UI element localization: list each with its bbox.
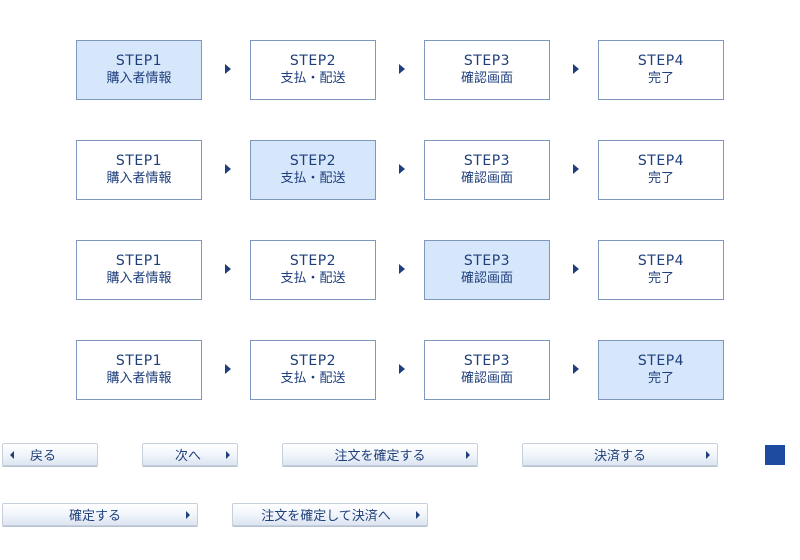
step-label: 完了 — [647, 171, 674, 186]
step-arrow-icon — [399, 64, 405, 74]
step-label: 確認画面 — [460, 271, 513, 286]
step-progress-row-1: STEP1 購入者情報 STEP2 支払・配送 STEP3 確認画面 STEP4… — [76, 40, 724, 100]
step-arrow-icon — [399, 164, 405, 174]
confirm-and-pay-button-label: 注文を確定して決済へ — [261, 509, 391, 524]
step-number: STEP2 — [289, 253, 337, 269]
back-button-label: 戻る — [29, 449, 56, 464]
step3-box: STEP3 確認画面 — [424, 140, 550, 200]
step-label: 確認画面 — [460, 171, 513, 186]
chevron-left-icon — [10, 451, 14, 459]
step-progress-row-3: STEP1 購入者情報 STEP2 支払・配送 STEP3 確認画面 STEP4… — [76, 240, 724, 300]
step-number: STEP2 — [289, 53, 337, 69]
step4-box: STEP4 完了 — [598, 240, 724, 300]
pay-button[interactable]: 決済する — [522, 443, 718, 466]
step-number: STEP3 — [463, 53, 511, 69]
chevron-right-icon — [186, 511, 190, 519]
step-number: STEP1 — [115, 53, 163, 69]
step-label: 購入者情報 — [106, 171, 172, 186]
confirm-button-label: 確定する — [68, 509, 121, 524]
step-label: 完了 — [647, 371, 674, 386]
confirm-and-pay-button[interactable]: 注文を確定して決済へ — [232, 503, 428, 526]
step-arrow-icon — [399, 364, 405, 374]
step3-box: STEP3 確認画面 — [424, 240, 550, 300]
step-number: STEP4 — [637, 153, 685, 169]
step-label: 支払・配送 — [280, 71, 346, 86]
blue-square-marker — [765, 445, 785, 465]
step4-box: STEP4 完了 — [598, 40, 724, 100]
step-label: 購入者情報 — [106, 271, 172, 286]
chevron-right-icon — [706, 451, 710, 459]
step-number: STEP4 — [637, 253, 685, 269]
step1-box: STEP1 購入者情報 — [76, 40, 202, 100]
step-number: STEP1 — [115, 353, 163, 369]
step-label: 購入者情報 — [106, 71, 172, 86]
step-number: STEP2 — [289, 153, 337, 169]
step3-box: STEP3 確認画面 — [424, 40, 550, 100]
step-label: 確認画面 — [460, 71, 513, 86]
next-button[interactable]: 次へ — [142, 443, 238, 466]
step-arrow-icon — [573, 64, 579, 74]
step-label: 支払・配送 — [280, 171, 346, 186]
step3-box: STEP3 確認画面 — [424, 340, 550, 400]
step-number: STEP3 — [463, 353, 511, 369]
confirm-order-button[interactable]: 注文を確定する — [282, 443, 478, 466]
step-number: STEP1 — [115, 153, 163, 169]
step-arrow-icon — [573, 364, 579, 374]
step-arrow-icon — [573, 264, 579, 274]
step4-box: STEP4 完了 — [598, 340, 724, 400]
step1-box: STEP1 購入者情報 — [76, 140, 202, 200]
chevron-right-icon — [226, 451, 230, 459]
next-button-label: 次へ — [174, 449, 201, 464]
chevron-right-icon — [416, 511, 420, 519]
back-button[interactable]: 戻る — [2, 443, 98, 466]
step-arrow-icon — [225, 264, 231, 274]
step2-box: STEP2 支払・配送 — [250, 340, 376, 400]
step-label: 完了 — [647, 71, 674, 86]
step-number: STEP3 — [463, 153, 511, 169]
step-label: 完了 — [647, 271, 674, 286]
step-number: STEP3 — [463, 253, 511, 269]
step-arrow-icon — [225, 364, 231, 374]
step-progress-row-4: STEP1 購入者情報 STEP2 支払・配送 STEP3 確認画面 STEP4… — [76, 340, 724, 400]
step-label: 購入者情報 — [106, 371, 172, 386]
step4-box: STEP4 完了 — [598, 140, 724, 200]
step-arrow-icon — [399, 264, 405, 274]
step-label: 確認画面 — [460, 371, 513, 386]
confirm-order-button-label: 注文を確定する — [334, 449, 426, 464]
step2-box: STEP2 支払・配送 — [250, 240, 376, 300]
step-number: STEP4 — [637, 353, 685, 369]
step-number: STEP2 — [289, 353, 337, 369]
step-label: 支払・配送 — [280, 271, 346, 286]
step-progress-row-2: STEP1 購入者情報 STEP2 支払・配送 STEP3 確認画面 STEP4… — [76, 140, 724, 200]
step2-box: STEP2 支払・配送 — [250, 140, 376, 200]
step-arrow-icon — [225, 164, 231, 174]
step-number: STEP1 — [115, 253, 163, 269]
step-label: 支払・配送 — [280, 371, 346, 386]
step-arrow-icon — [573, 164, 579, 174]
confirm-button[interactable]: 確定する — [2, 503, 198, 526]
chevron-right-icon — [466, 451, 470, 459]
step2-box: STEP2 支払・配送 — [250, 40, 376, 100]
step-number: STEP4 — [637, 53, 685, 69]
step1-box: STEP1 購入者情報 — [76, 240, 202, 300]
pay-button-label: 決済する — [593, 449, 646, 464]
step-arrow-icon — [225, 64, 231, 74]
step1-box: STEP1 購入者情報 — [76, 340, 202, 400]
